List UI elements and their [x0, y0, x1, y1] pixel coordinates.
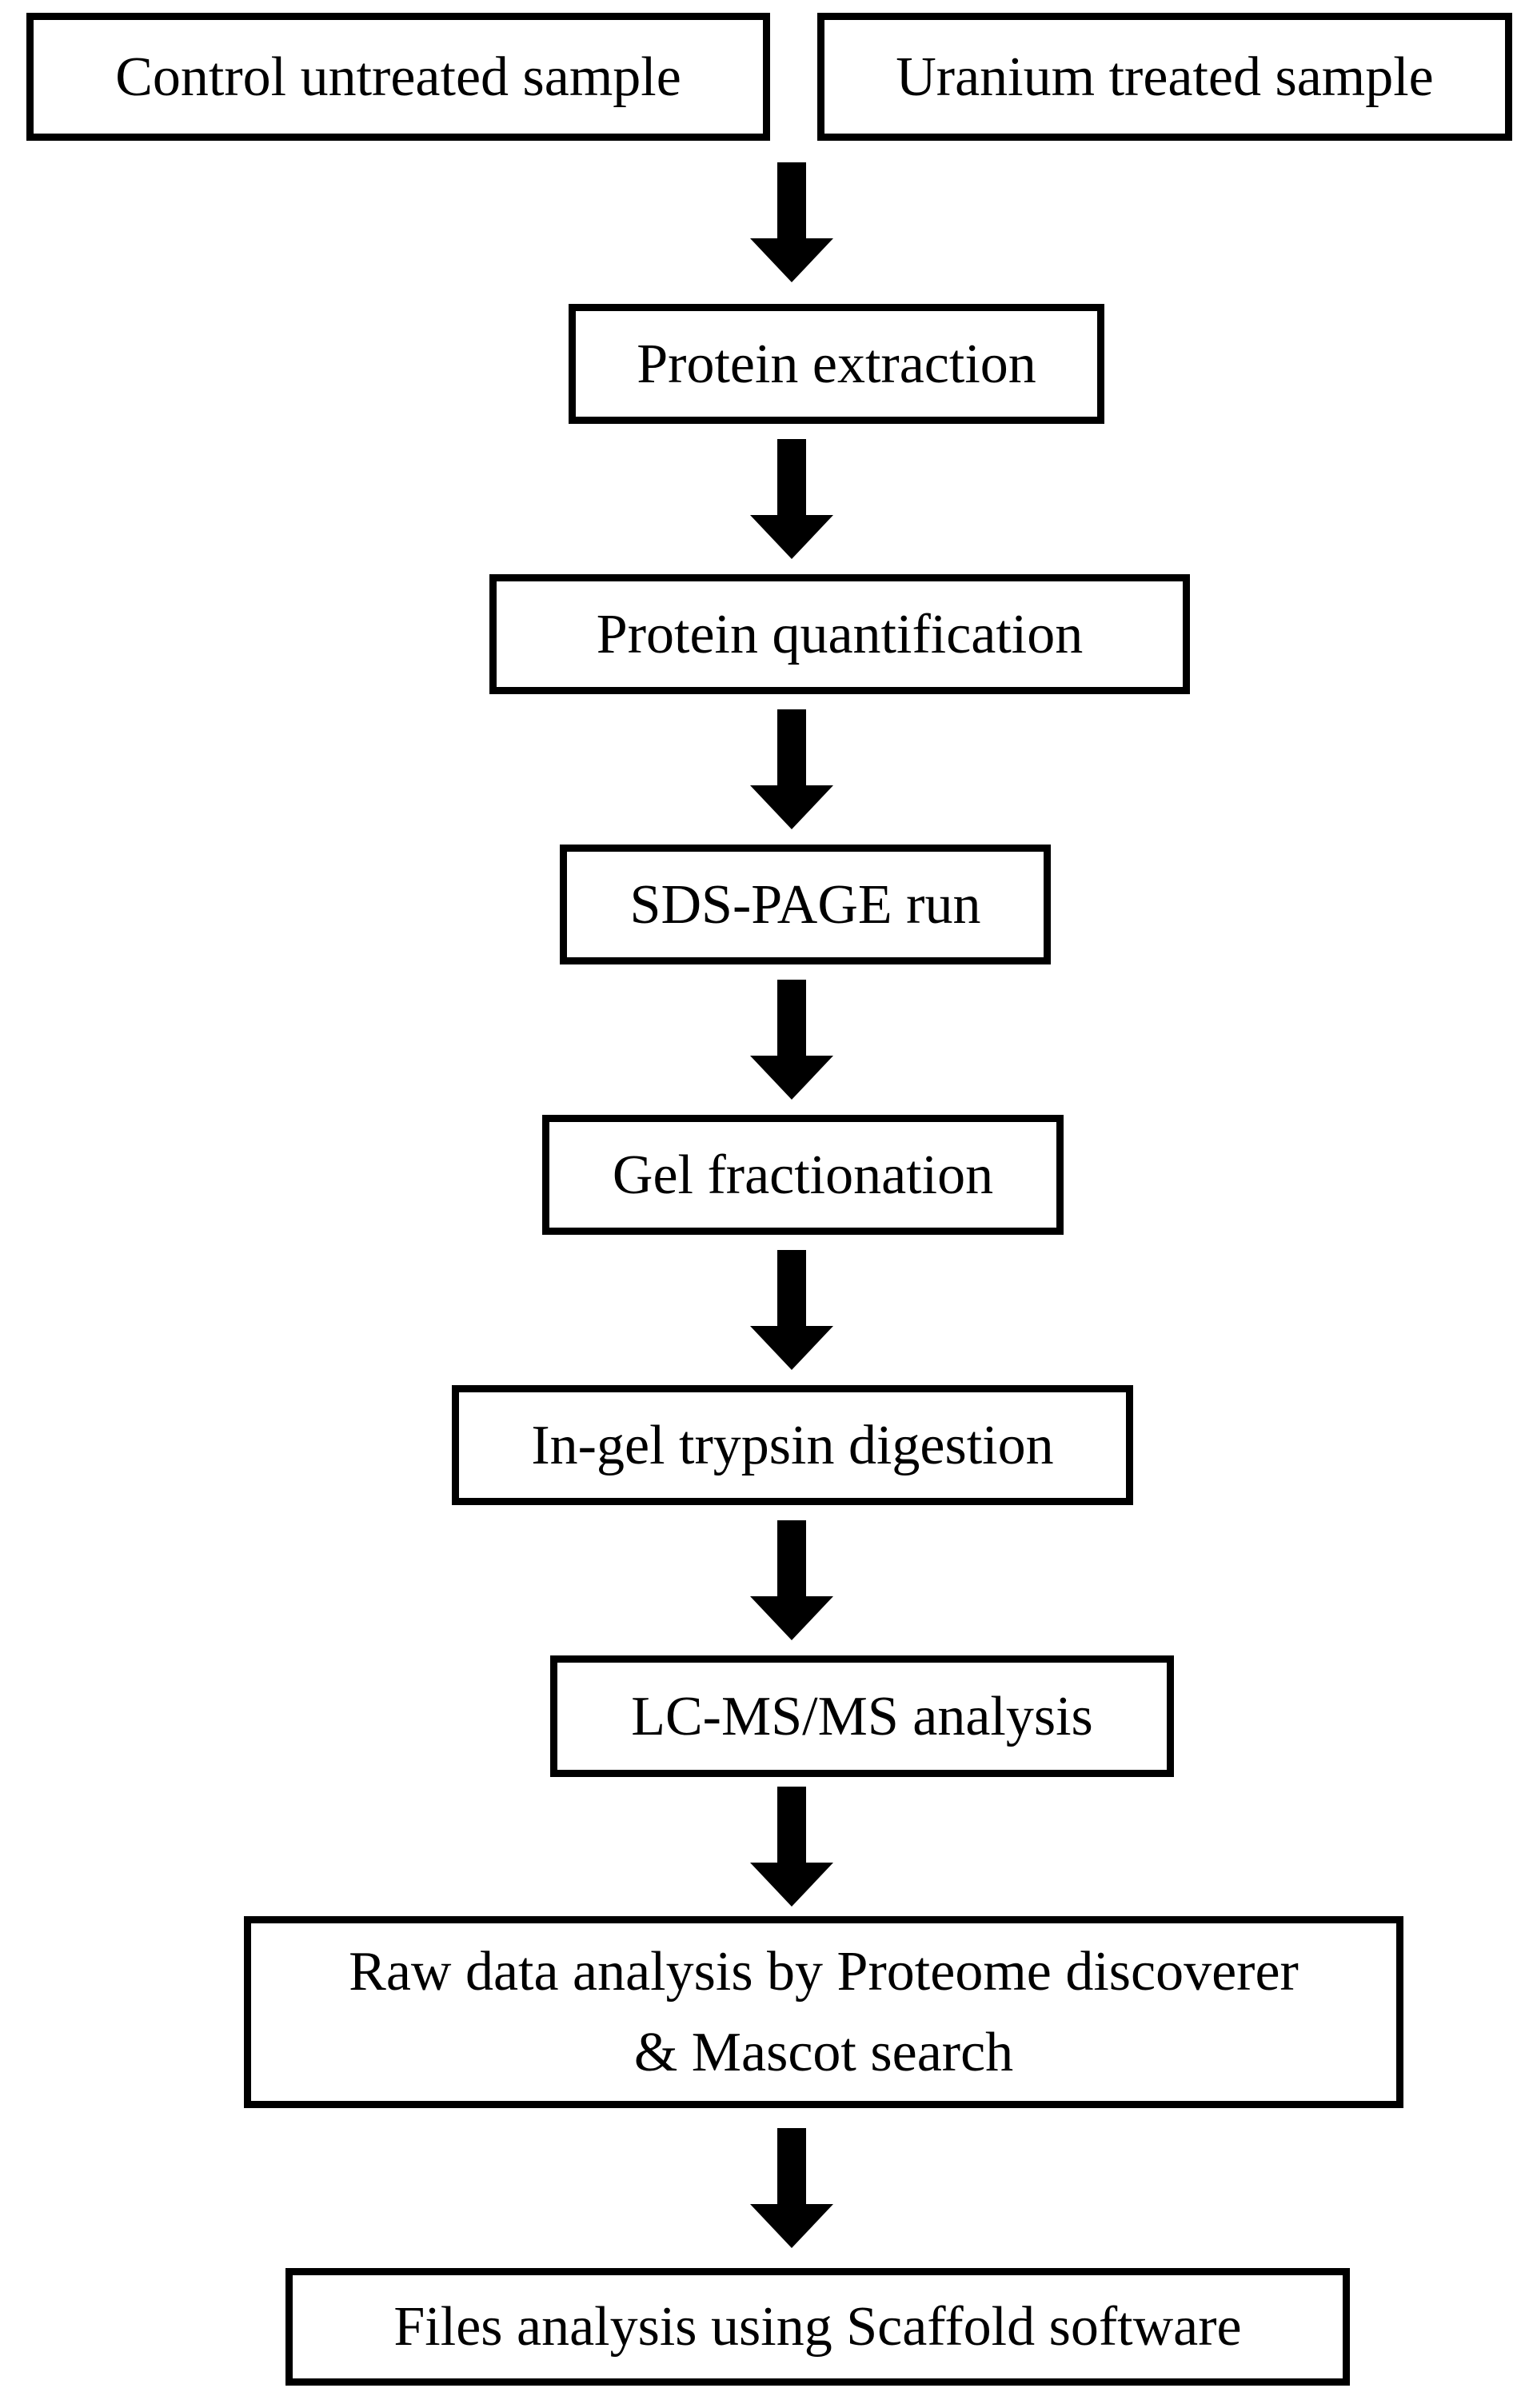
flow-node-in-gel-trypsin-digestion: In-gel trypsin digestion: [452, 1385, 1133, 1505]
flow-node-protein-extraction: Protein extraction: [569, 304, 1104, 424]
flow-node-label-line2: & Mascot search: [633, 2022, 1014, 2083]
flow-node-gel-fractionation: Gel fractionation: [542, 1115, 1064, 1235]
flow-node-label: Gel fractionation: [612, 1144, 994, 1206]
flow-node-raw-data-analysis: Raw data analysis by Proteome discoverer…: [244, 1916, 1403, 2108]
flow-node-label: Protein extraction: [637, 333, 1036, 395]
flow-node-sds-page-run: SDS-PAGE run: [560, 845, 1051, 964]
flow-node-control-untreated-sample: Control untreated sample: [26, 13, 770, 141]
down-arrow-icon: [750, 439, 833, 559]
flow-node-uranium-treated-sample: Uranium treated sample: [817, 13, 1512, 141]
flow-node-files-analysis-scaffold: Files analysis using Scaffold software: [285, 2268, 1350, 2386]
flow-node-label: Control untreated sample: [115, 46, 681, 108]
flow-node-label-line1: Raw data analysis by Proteome discoverer: [349, 1940, 1299, 2003]
down-arrow-icon: [750, 2128, 833, 2248]
flow-node-label: SDS-PAGE run: [629, 873, 981, 936]
down-arrow-icon: [750, 1250, 833, 1370]
down-arrow-icon: [750, 980, 833, 1100]
flow-node-protein-quantification: Protein quantification: [489, 574, 1190, 694]
down-arrow-icon: [750, 162, 833, 282]
flow-node-lc-ms-ms-analysis: LC-MS/MS analysis: [550, 1655, 1174, 1777]
down-arrow-icon: [750, 709, 833, 829]
down-arrow-icon: [750, 1787, 833, 1907]
flow-node-label: Protein quantification: [596, 603, 1084, 665]
down-arrow-icon: [750, 1520, 833, 1640]
flow-node-label: Files analysis using Scaffold software: [393, 2296, 1242, 2358]
flow-node-label: In-gel trypsin digestion: [531, 1414, 1054, 1476]
flow-node-label: LC-MS/MS analysis: [631, 1685, 1093, 1747]
flow-node-label: Uranium treated sample: [896, 46, 1434, 108]
